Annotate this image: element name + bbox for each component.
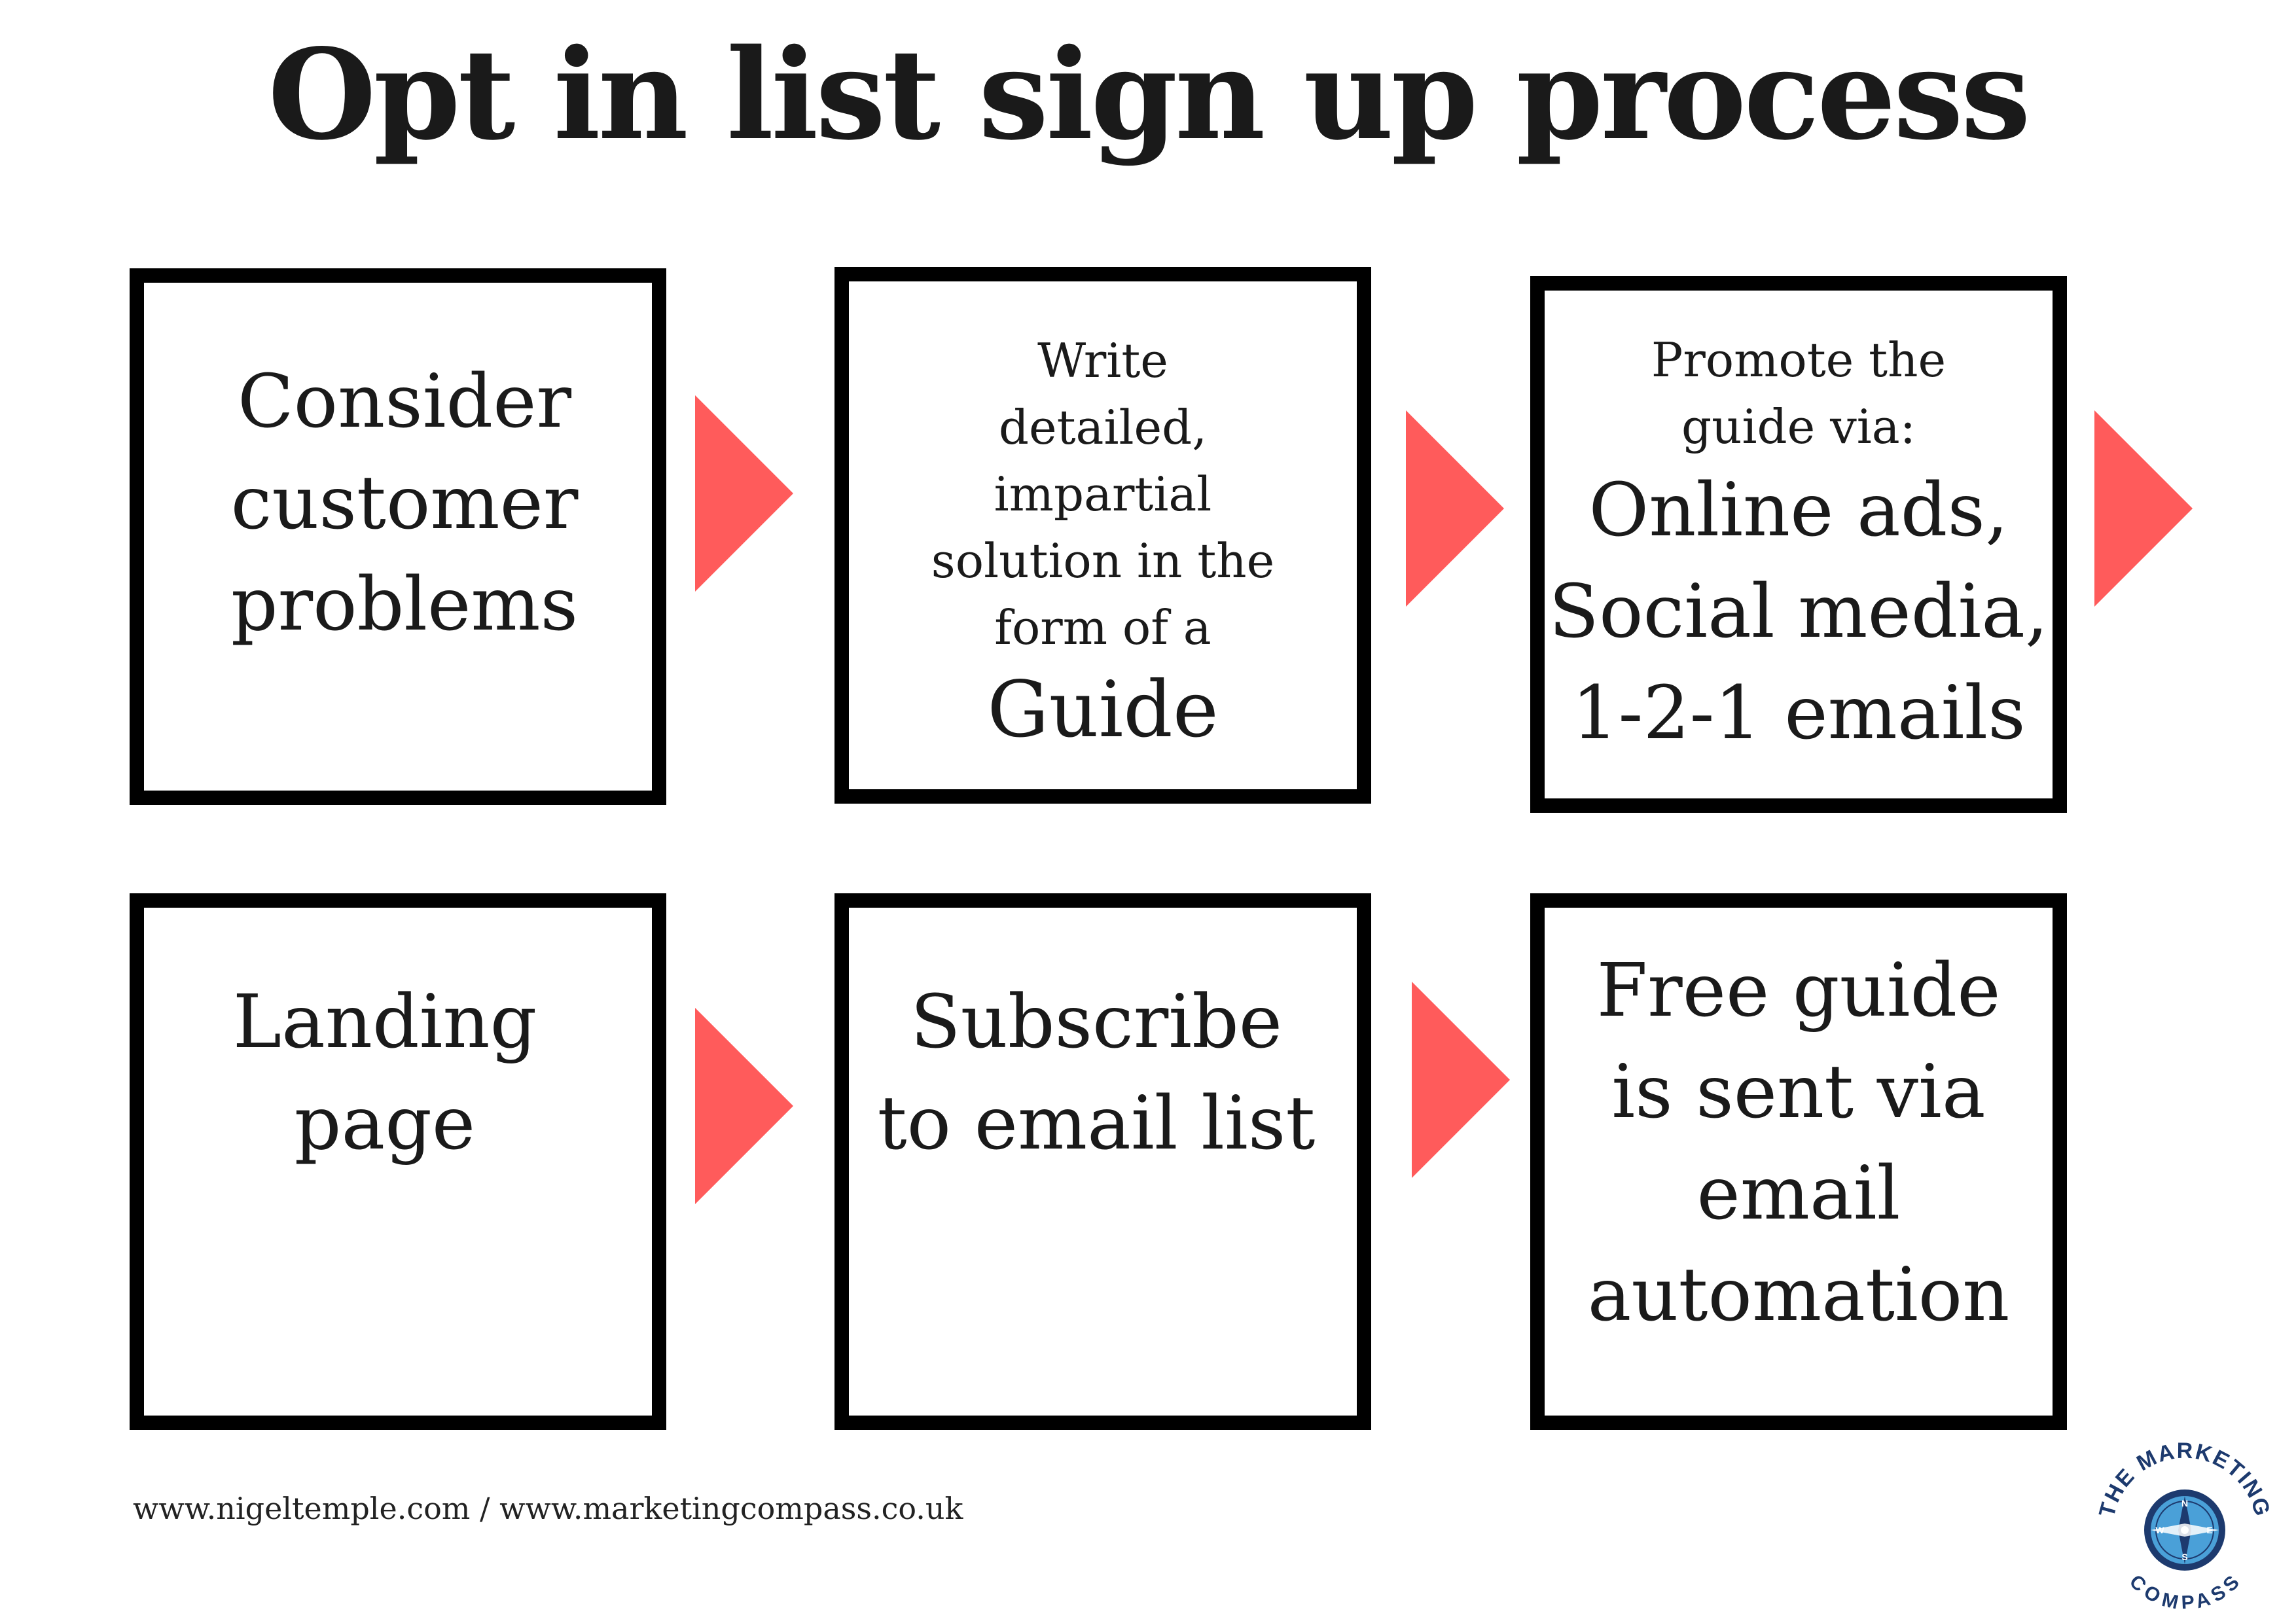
step-5-line-2: to email list <box>877 1081 1316 1166</box>
step-3-big-line-1: Online ads, <box>1588 468 2009 553</box>
footer-urls: www.nigeltemple.com / www.marketingcompa… <box>133 1491 963 1526</box>
compass-icon: N E S W <box>2144 1489 2225 1571</box>
step-3-text: Promote the guide via: Online ads, Socia… <box>1545 327 2053 764</box>
step-2-box: Write detailed, impartial solution in th… <box>834 267 1371 804</box>
svg-text:COMPASS: COMPASS <box>2125 1571 2244 1609</box>
logo-bottom-text: COMPASS <box>2125 1571 2243 1609</box>
marketing-compass-logo: THE MARKETING COMPASS N E S W <box>2094 1438 2274 1609</box>
step-6-box: Free guide is sent via email automation <box>1530 893 2067 1430</box>
step-5-text: Subscribe to email list <box>849 972 1357 1175</box>
step-2-text: Write detailed, impartial solution in th… <box>849 327 1357 758</box>
step-6-line-2: is sent via <box>1611 1050 1986 1135</box>
step-4-box: Landing page <box>130 893 666 1430</box>
step-1-box: Consider customer problems <box>130 268 666 805</box>
compass-west-label: W <box>2155 1525 2164 1535</box>
step-3-line-1: Promote the <box>1651 332 1946 387</box>
step-6-line-1: Free guide <box>1596 948 2001 1033</box>
diagram-title: Opt in list sign up process <box>268 22 2031 168</box>
step-3-big-line-2: Social media, <box>1549 569 2049 654</box>
compass-east-label: E <box>2206 1525 2212 1535</box>
step-4-line-2: page <box>294 1081 476 1166</box>
step-2-line-2: detailed, <box>998 400 1208 455</box>
arrow-1-icon <box>695 395 793 592</box>
step-3-box: Promote the guide via: Online ads, Socia… <box>1530 276 2067 813</box>
step-1-line-1: Consider <box>237 359 572 444</box>
step-3-line-2: guide via: <box>1681 399 1916 454</box>
arrow-4-icon <box>695 1008 793 1204</box>
step-6-line-4: automation <box>1587 1253 2010 1338</box>
step-2-big-word: Guide <box>987 664 1219 755</box>
step-2-line-5: form of a <box>994 600 1211 655</box>
step-1-text: Consider customer problems <box>144 351 652 656</box>
compass-north-label: N <box>2181 1498 2188 1508</box>
step-5-box: Subscribe to email list <box>834 893 1371 1430</box>
step-6-line-3: email <box>1696 1151 1901 1236</box>
arrow-3-icon <box>2094 410 2193 607</box>
step-4-line-1: Landing <box>232 980 537 1065</box>
step-1-line-3: problems <box>230 562 579 647</box>
step-1-line-2: customer <box>230 461 579 546</box>
arrow-2-icon <box>1406 410 1504 607</box>
step-6-text: Free guide is sent via email automation <box>1545 940 2053 1346</box>
step-5-line-1: Subscribe <box>910 980 1283 1065</box>
step-4-text: Landing page <box>144 972 652 1175</box>
step-2-line-3: impartial <box>994 467 1212 522</box>
step-2-line-4: solution in the <box>931 533 1275 588</box>
step-2-line-1: Write <box>1037 333 1168 388</box>
step-3-big-line-3: 1-2-1 emails <box>1571 671 2026 756</box>
arrow-5-icon <box>1412 982 1510 1178</box>
compass-south-label: S <box>2181 1552 2187 1562</box>
